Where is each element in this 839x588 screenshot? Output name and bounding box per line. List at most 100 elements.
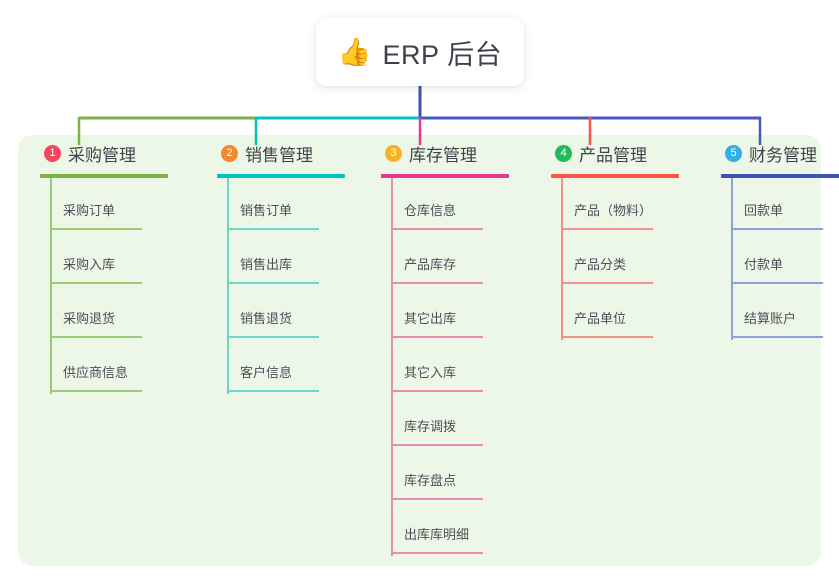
branch-child[interactable]: 其它入库	[368, 340, 532, 394]
branch-child-label: 库存调拨	[404, 419, 457, 434]
branch-child[interactable]: 采购订单	[27, 178, 191, 232]
branch-child-rule	[391, 228, 483, 230]
branch-header-4[interactable]: 4 产品管理	[538, 135, 702, 171]
branch-child-rule	[227, 390, 319, 392]
branch-child-label: 采购订单	[63, 203, 116, 218]
branch-column-4: 4 产品管理产品（物料） 产品分类产品单位	[538, 135, 702, 340]
branch-child-label: 付款单	[744, 257, 784, 272]
branch-child[interactable]: 库存盘点	[368, 448, 532, 502]
branch-child-rule	[561, 228, 653, 230]
branch-header-3[interactable]: 3 库存管理	[368, 135, 532, 171]
branch-child[interactable]: 产品（物料）	[538, 178, 702, 232]
branch-child-rule	[391, 444, 483, 446]
branch-child-label: 结算账户	[744, 311, 797, 326]
branch-child[interactable]: 结算账户	[708, 286, 839, 340]
branch-children-1: 采购订单采购入库采购退货供应商信息	[27, 178, 191, 394]
branch-spine	[227, 178, 229, 394]
branch-child-label: 仓库信息	[404, 203, 457, 218]
branch-child-label: 客户信息	[240, 365, 293, 380]
branch-child-rule	[391, 552, 483, 554]
branch-child[interactable]: 仓库信息	[368, 178, 532, 232]
branch-header-rule	[217, 174, 345, 178]
branch-child-label: 产品库存	[404, 257, 457, 272]
branch-child-label: 库存盘点	[404, 473, 457, 488]
branch-child[interactable]: 销售订单	[204, 178, 368, 232]
branch-child-rule	[391, 498, 483, 500]
branch-header-rule	[551, 174, 679, 178]
branch-header-rule	[40, 174, 168, 178]
branch-header-1[interactable]: 1 采购管理	[27, 135, 191, 171]
branch-child[interactable]: 产品分类	[538, 232, 702, 286]
branch-column-1: 1 采购管理采购订单采购入库采购退货供应商信息	[27, 135, 191, 394]
branch-spine	[50, 178, 52, 394]
branch-child[interactable]: 供应商信息	[27, 340, 191, 394]
branch-child-label: 销售出库	[240, 257, 293, 272]
branch-child-label: 产品单位	[574, 311, 627, 326]
branch-child[interactable]: 出库库明细	[368, 502, 532, 556]
root-title: ERP 后台	[382, 39, 503, 70]
branch-header-5[interactable]: 5 财务管理	[708, 135, 839, 171]
branch-badge-5: 5	[725, 144, 742, 162]
branch-header-label: 库存管理	[409, 145, 477, 165]
branch-spine	[391, 178, 393, 556]
branch-child-rule	[227, 336, 319, 338]
branch-spine	[561, 178, 563, 340]
branch-badge-1: 1	[44, 144, 61, 162]
branch-children-2: 销售订单销售出库销售退货客户信息	[204, 178, 368, 394]
branch-child-rule	[561, 336, 653, 338]
branch-child-rule	[50, 390, 142, 392]
branch-header-rule	[721, 174, 839, 178]
thumbs-up-icon: 👍	[337, 36, 372, 67]
branch-child[interactable]: 客户信息	[204, 340, 368, 394]
diagram-canvas	[18, 135, 821, 566]
branch-child-label: 其它出库	[404, 311, 457, 326]
branch-child-rule	[391, 336, 483, 338]
branch-child-rule	[50, 282, 142, 284]
branch-header-label: 采购管理	[68, 145, 136, 165]
branch-badge-3: 3	[385, 144, 402, 162]
branch-child[interactable]: 采购退货	[27, 286, 191, 340]
branch-child-label: 供应商信息	[63, 365, 129, 380]
branch-column-3: 3 库存管理仓库信息产品库存其它出库其它入库库存调拨库存盘点出库库明细	[368, 135, 532, 556]
branch-children-4: 产品（物料） 产品分类产品单位	[538, 178, 702, 340]
branch-child[interactable]: 采购入库	[27, 232, 191, 286]
branch-child-rule	[227, 228, 319, 230]
branch-child-label: 采购退货	[63, 311, 116, 326]
branch-children-5: 回款单付款单结算账户	[708, 178, 839, 340]
branch-header-label: 财务管理	[749, 145, 817, 165]
branch-header-label: 产品管理	[579, 145, 647, 165]
branch-child-rule	[50, 228, 142, 230]
branch-child-label: 销售退货	[240, 311, 293, 326]
branch-child[interactable]: 其它出库	[368, 286, 532, 340]
branch-children-3: 仓库信息产品库存其它出库其它入库库存调拨库存盘点出库库明细	[368, 178, 532, 556]
branch-child-rule	[227, 282, 319, 284]
branch-child[interactable]: 销售退货	[204, 286, 368, 340]
branch-child-rule	[391, 390, 483, 392]
branch-child-rule	[50, 336, 142, 338]
branch-child-label: 产品分类	[574, 257, 627, 272]
branch-child[interactable]: 回款单	[708, 178, 839, 232]
branch-child[interactable]: 付款单	[708, 232, 839, 286]
branch-child-label: 销售订单	[240, 203, 293, 218]
branch-child-label: 产品（物料）	[574, 203, 653, 218]
branch-spine	[731, 178, 733, 340]
branch-child-label: 其它入库	[404, 365, 457, 380]
branch-child-rule	[391, 282, 483, 284]
branch-header-rule	[381, 174, 509, 178]
branch-child[interactable]: 产品单位	[538, 286, 702, 340]
branch-child-rule	[731, 336, 823, 338]
branch-header-label: 销售管理	[245, 145, 313, 165]
branch-child-rule	[731, 228, 823, 230]
branch-child[interactable]: 库存调拨	[368, 394, 532, 448]
branch-child-rule	[731, 282, 823, 284]
branch-column-5: 5 财务管理回款单付款单结算账户	[708, 135, 839, 340]
branch-child[interactable]: 销售出库	[204, 232, 368, 286]
branch-child-rule	[561, 282, 653, 284]
root-node[interactable]: 👍 ERP 后台	[316, 18, 524, 86]
branch-child[interactable]: 产品库存	[368, 232, 532, 286]
branch-badge-4: 4	[555, 144, 572, 162]
